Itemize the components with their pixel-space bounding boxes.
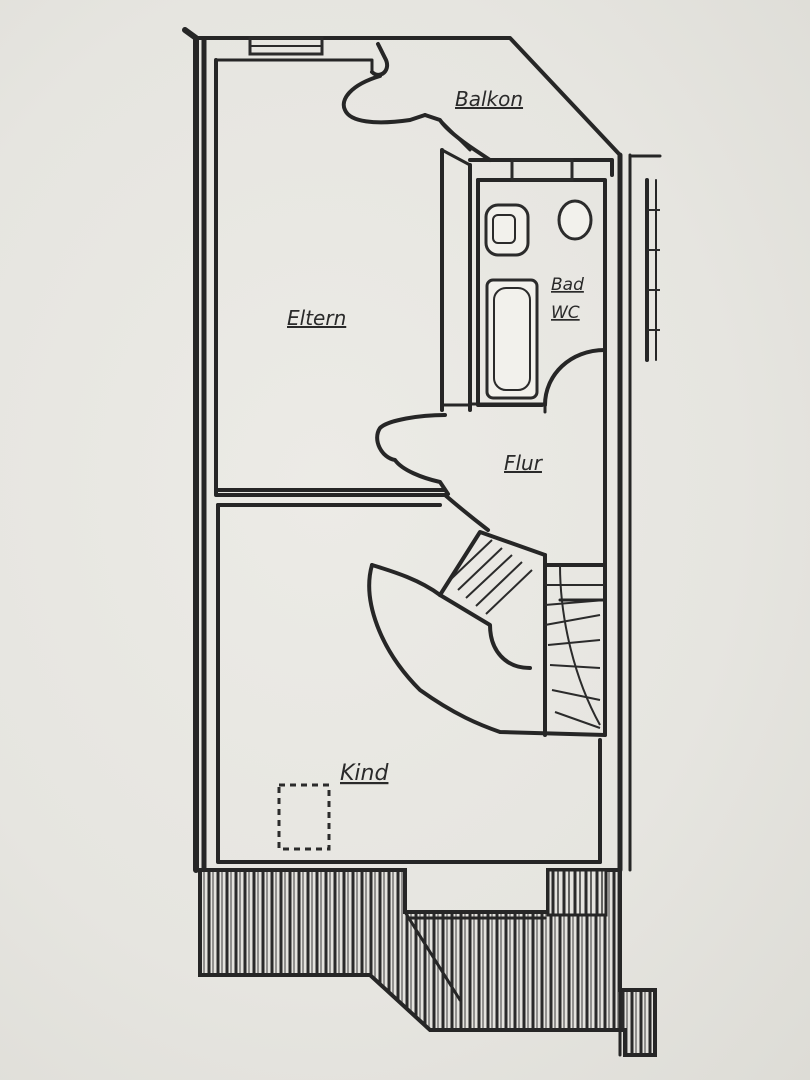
bad-label: Bad [551, 275, 584, 295]
bad-room [470, 158, 607, 414]
wc-label: WC [551, 303, 580, 323]
hatched-foundation [198, 868, 657, 1057]
kind-label: Kind [340, 761, 389, 786]
balkon-door [341, 42, 492, 162]
staircase [367, 530, 607, 737]
dashed-fixture [277, 783, 331, 851]
bath-window [510, 158, 574, 182]
bathtub-icon [485, 278, 539, 400]
outer-walls [182, 27, 662, 873]
balkon-label: Balkon [455, 87, 523, 111]
top-window [248, 36, 324, 56]
eltern-room [214, 58, 447, 497]
flur-label: Flur [504, 451, 544, 475]
sink-icon [557, 199, 593, 241]
flur-area [375, 398, 607, 567]
eltern-label: Eltern [287, 306, 346, 330]
kind-room [216, 503, 602, 864]
